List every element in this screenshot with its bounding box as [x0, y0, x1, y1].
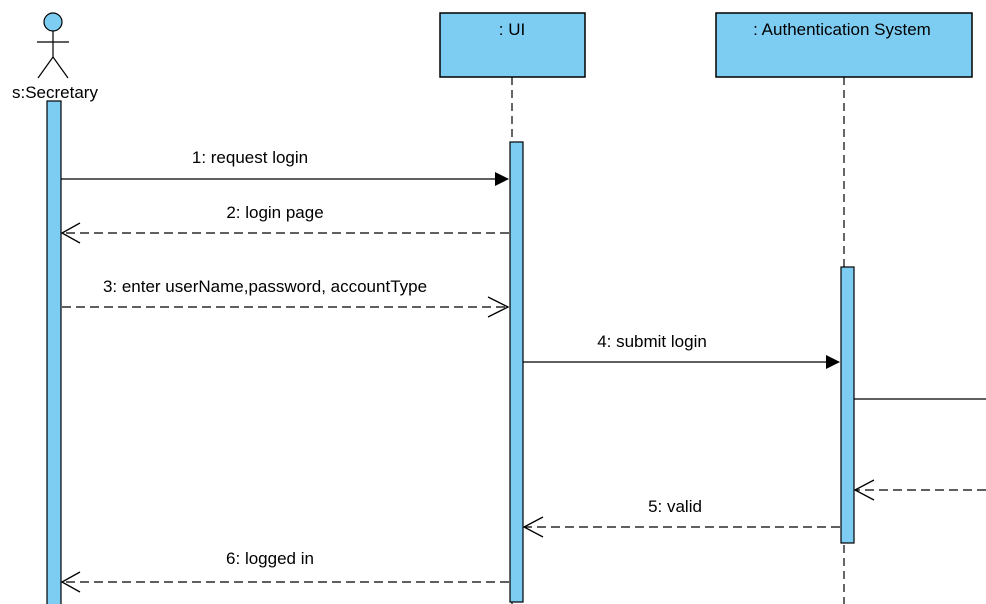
- lifeline-ui: : UI: [439, 12, 586, 604]
- message-6-label: 6: logged in: [226, 549, 314, 568]
- auth-activation-bar: [840, 266, 855, 544]
- message-1: 1: request login: [61, 148, 509, 186]
- ui-activation-bar: [509, 141, 524, 603]
- message-4-label: 4: submit login: [597, 332, 707, 351]
- message-2-label: 2: login page: [226, 203, 323, 222]
- auth-head-label: : Authentication System: [753, 20, 931, 39]
- actor-activation-bar: [46, 100, 62, 604]
- lifeline-auth: : Authentication System: [715, 12, 973, 604]
- message-2: 2: login page: [60, 203, 509, 244]
- message-1-label: 1: request login: [192, 148, 308, 167]
- message-6: 6: logged in: [60, 549, 509, 593]
- message-4: 4: submit login: [523, 332, 840, 369]
- message-5-label: 5: valid: [648, 497, 702, 516]
- actor-secretary: s:Secretary: [12, 12, 98, 102]
- actor-head: [43, 12, 63, 32]
- message-5: 5: valid: [522, 497, 840, 538]
- actor-label: s:Secretary: [12, 83, 98, 102]
- ui-head-label: : UI: [499, 20, 525, 39]
- offscreen-return-message: [853, 479, 986, 501]
- message-3: 3: enter userName,password, accountType: [62, 277, 510, 318]
- ui-head-box: [439, 12, 586, 78]
- message-3-label: 3: enter userName,password, accountType: [103, 277, 427, 296]
